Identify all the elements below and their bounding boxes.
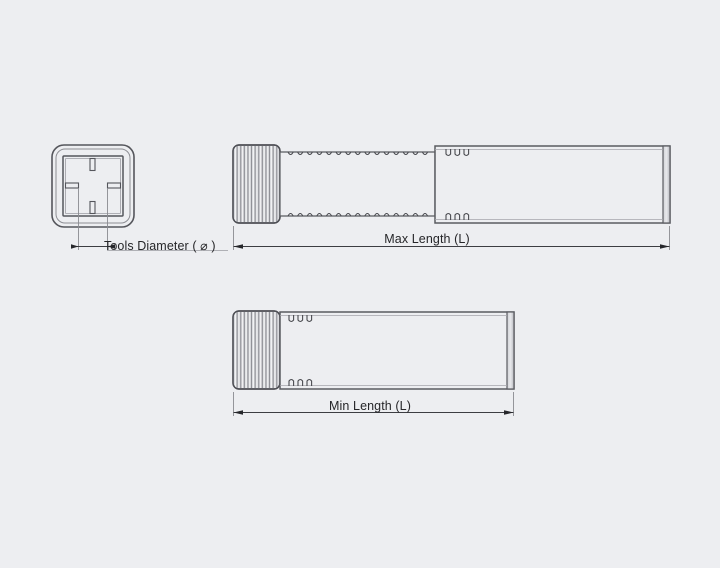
max-length-arrow-left (233, 244, 243, 249)
cross-section-inner-bore (62, 155, 124, 217)
diameter-arrow-left (71, 244, 79, 249)
min-barrel-end-cap (506, 311, 515, 390)
max-barrel-marks-bottom (445, 212, 470, 220)
min-barrel-section (279, 311, 515, 390)
max-barrel-section (434, 145, 671, 224)
cross-section-tab-bottom (89, 200, 96, 215)
min-length-view (232, 310, 515, 416)
max-shaft-teeth-bottom (287, 212, 429, 217)
max-barrel-marks-top (445, 149, 470, 157)
cross-section-tab-top (89, 157, 96, 172)
max-knurl-ribs (235, 146, 278, 222)
diameter-arrow-right (107, 244, 115, 249)
min-length-label: Min Length (L) (329, 399, 411, 413)
max-length-view (232, 144, 671, 250)
cross-section-view (51, 144, 228, 251)
tools-diameter-label: Tools Diameter ( ⌀ ) (104, 239, 216, 253)
max-serrated-shaft (279, 151, 436, 217)
max-shaft-teeth-top (287, 151, 429, 156)
max-length-label: Max Length (L) (384, 232, 470, 246)
cross-section-tab-left (64, 182, 80, 189)
max-barrel-end-cap (662, 145, 671, 224)
min-length-arrow-right (504, 410, 514, 415)
min-knurl-ribs (235, 312, 278, 388)
max-length-arrow-right (660, 244, 670, 249)
min-barrel-marks-bottom (288, 378, 313, 386)
min-barrel-marks-top (288, 315, 313, 323)
cross-section-tab-right (106, 182, 122, 189)
min-length-arrow-left (233, 410, 243, 415)
